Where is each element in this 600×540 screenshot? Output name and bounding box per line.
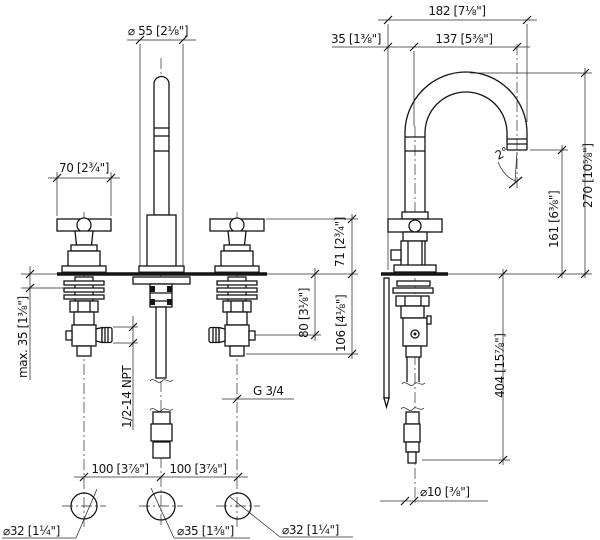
label-inlet-thread: 1/2-14 NPT [120,365,134,428]
left-valve-underside [63,276,113,357]
label-hole-left: ⌀32 [1¼"] [3,524,60,538]
hole-right-circle [224,492,252,520]
label-hole-center: ⌀35 [1⅜"] [177,524,234,538]
dim-projection: 182 [7⅛"] [428,4,485,18]
center-shank-hose [132,276,191,459]
label-outlet-thread: G 3/4 [253,384,283,398]
dim-outlet-depth: 80 [3⅛"] [297,288,311,338]
spout-side [404,71,528,212]
side-view [381,71,528,464]
right-valve-underside [208,276,258,357]
dim-handle-height: 71 [2¾"] [333,217,347,267]
dim-hole-spacing-left: 100 [3⅞"] [91,462,148,476]
left-handle [56,217,112,273]
label-max-deck-thickness: max. 35 [1⅜"] [16,296,30,378]
hole-center-circle [146,491,176,521]
dim-spout-reach: 137 [5⅜"] [435,32,492,46]
hole-pattern [70,491,252,521]
centerlines [62,44,518,527]
dim-hose-length: 404 [15⅞"] [493,333,507,398]
label-spray-angle: 2° [493,144,511,162]
hole-left-circle [70,492,98,520]
dim-handle-width: 70 [2¾"] [59,161,109,175]
label-hose-diameter: ⌀10 [⅜"] [420,485,470,499]
dim-spout-diameter: ⌀ 55 [2⅛"] [128,24,188,38]
spout-front [138,75,185,273]
front-view [56,75,267,459]
valve-side [387,211,443,273]
dimension-ticks [25,15,590,506]
dim-outlet-height: 161 [6⅜"] [547,191,561,248]
valve-underside-side [383,277,434,464]
label-hole-right: ⌀32 [1¼"] [282,523,339,537]
dim-hole-spacing-right: 100 [3⅞"] [169,462,226,476]
spray-angle-annotation [497,151,523,189]
right-handle [209,217,265,273]
dim-rear-offset: 35 [1⅜"] [331,32,381,46]
dim-body-depth: 106 [4⅛"] [334,295,348,352]
dimension-texts: ⌀ 55 [2⅛"] 70 [2¾"] 182 [7⅛"] 35 [1⅜"] 1… [3,4,595,538]
dim-overall-height: 270 [10⅝"] [581,143,595,208]
